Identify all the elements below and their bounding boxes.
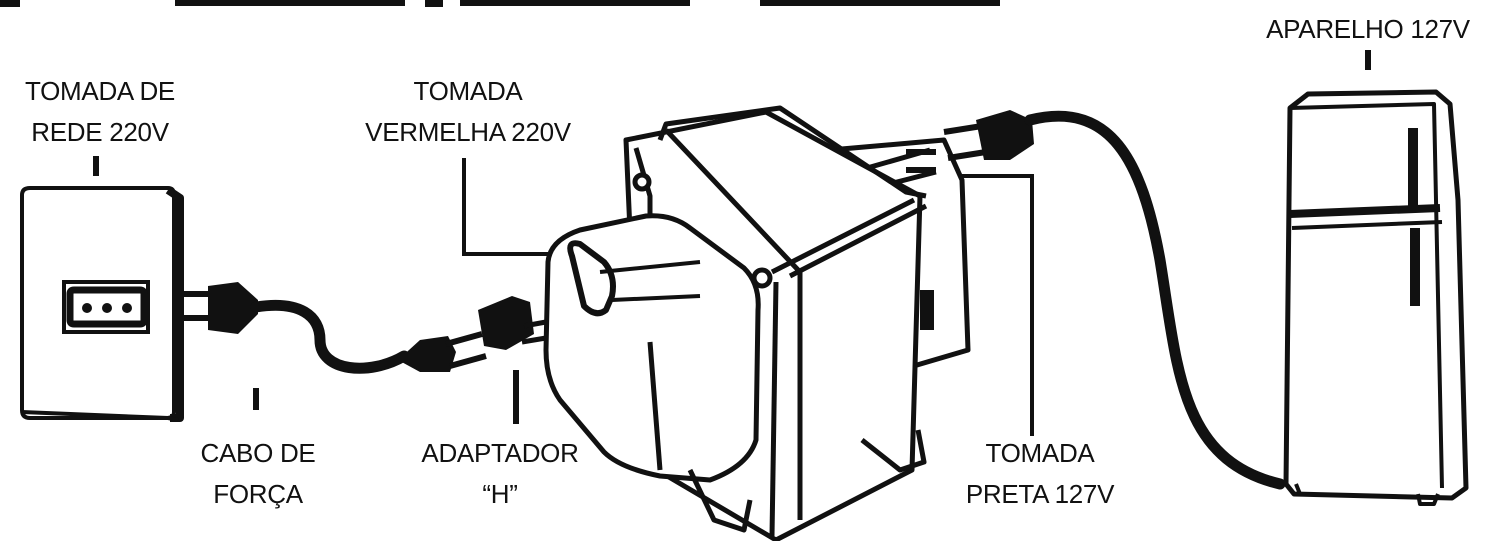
label-adaptador-line1: ADAPTADOR	[421, 438, 578, 468]
label-tomada-vermelha-line1: TOMADA	[414, 76, 524, 106]
transformer-icon	[543, 105, 971, 543]
cropped-heading	[0, 0, 1000, 7]
label-tomada-rede-line1: TOMADA DE	[25, 76, 175, 106]
power-cable-icon	[180, 282, 487, 374]
label-tomada-preta-line2: PRETA 127V	[966, 479, 1115, 509]
refrigerator-icon	[1283, 89, 1469, 506]
label-cabo-forca-line2: FORÇA	[213, 479, 303, 509]
label-cabo-forca-line1: CABO DE	[201, 438, 316, 468]
label-tomada-rede-line2: REDE 220V	[31, 117, 169, 147]
wall-outlet-icon	[20, 186, 184, 422]
label-tomada-vermelha-line2: VERMELHA 220V	[365, 117, 572, 147]
label-tomada-preta-line1: TOMADA	[986, 438, 1096, 468]
label-aparelho: APARELHO 127V	[1266, 14, 1471, 44]
leader-lines	[93, 50, 1371, 436]
label-adaptador-line2: “H”	[482, 479, 517, 509]
output-cable-icon	[943, 110, 1286, 490]
